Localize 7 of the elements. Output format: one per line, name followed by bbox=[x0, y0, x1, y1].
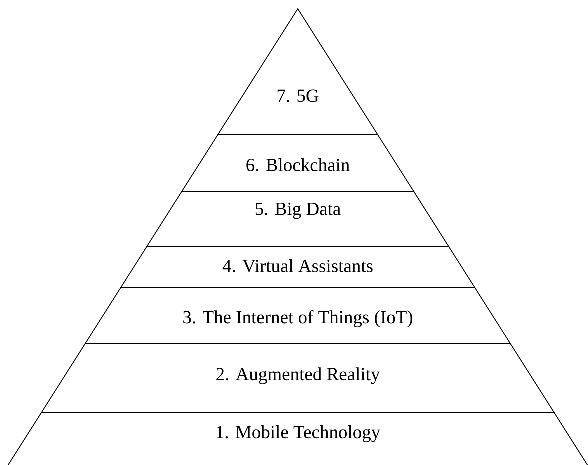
pyramid-band: 4. Virtual Assistants bbox=[120, 246, 476, 288]
pyramid-band: 6. Blockchain bbox=[181, 134, 415, 192]
pyramid-band: 3. The Internet of Things (IoT) bbox=[84, 288, 512, 344]
pyramid-band: 7. 5G bbox=[218, 8, 378, 136]
pyramid-band: 5. Big Data bbox=[146, 192, 450, 248]
pyramid-band: 1. Mobile Technology bbox=[4, 412, 588, 465]
pyramid-band: 2. Augmented Reality bbox=[41, 344, 555, 414]
